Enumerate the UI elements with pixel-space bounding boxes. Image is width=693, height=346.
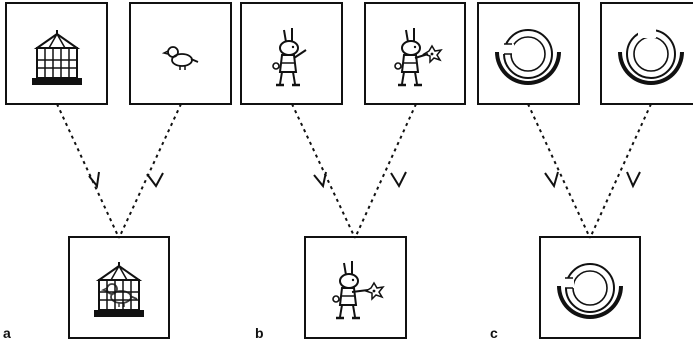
- panel-a-connector-left: [56, 103, 120, 239]
- rabbit-holding-flowers-icon: [393, 26, 442, 87]
- panel-a-arrow-right-icon: [146, 172, 164, 188]
- panel-b-connector-left: [291, 103, 356, 239]
- ring-gap-left-icon: [494, 29, 562, 86]
- panel-label-c: c: [490, 325, 498, 341]
- panel-a-connector-right: [118, 103, 182, 239]
- bird-icon: [163, 46, 199, 71]
- panel-a-input-frame-1: [5, 2, 108, 105]
- ring-gap-top-icon: [617, 28, 685, 86]
- panel-label-b: b: [255, 325, 264, 341]
- panel-b-connector-right: [354, 103, 417, 239]
- panel-c-arrow-left-icon: [544, 171, 559, 189]
- panel-b-arrow-right-icon: [390, 171, 407, 189]
- panel-c-output-frame: [539, 236, 641, 339]
- panel-c-arrow-right-icon: [626, 171, 641, 189]
- panel-c-connector-left: [527, 103, 591, 239]
- panel-c-input-frame-1: [477, 2, 580, 105]
- panel-b-output-frame: [304, 236, 407, 339]
- panel-label-a: a: [3, 325, 11, 341]
- panel-a-arrow-left-icon: [88, 171, 100, 189]
- rabbit-with-flowers-icon: [331, 259, 384, 320]
- panel-c-input-frame-2: [600, 2, 693, 105]
- panel-c: [477, 2, 693, 339]
- birdcage-icon: [31, 29, 83, 86]
- panel-a: [5, 2, 232, 339]
- panel-b-input-frame-1: [240, 2, 343, 105]
- panel-a-output-frame: [68, 236, 170, 339]
- panel-b: [240, 2, 466, 339]
- panel-c-connector-right: [589, 103, 652, 239]
- rabbit-reaching-icon: [271, 26, 307, 87]
- bird-in-cage-icon: [93, 261, 145, 318]
- panel-b-arrow-left-icon: [313, 171, 327, 189]
- ring-fused-icon: [556, 263, 624, 320]
